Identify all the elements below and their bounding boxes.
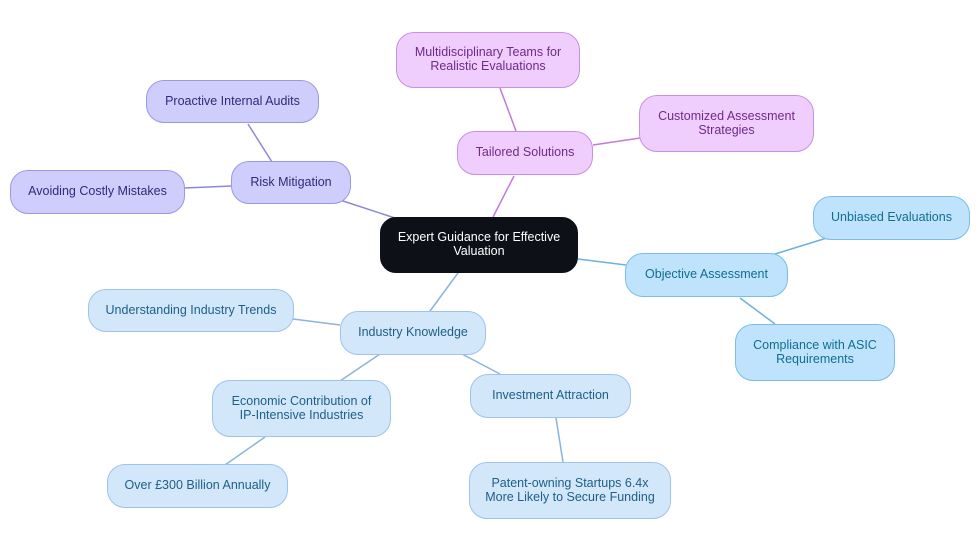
industry-trends-node[interactable]: Understanding Industry Trends xyxy=(88,289,294,332)
edge-center-industry xyxy=(429,272,459,312)
proactive-audits-node[interactable]: Proactive Internal Audits xyxy=(146,80,319,123)
customized-strategies-node[interactable]: Customized Assessment Strategies xyxy=(639,95,814,152)
edge-industry-economic xyxy=(339,353,381,382)
economic-contribution-node[interactable]: Economic Contribution of IP-Intensive In… xyxy=(212,380,391,437)
asic-compliance-node[interactable]: Compliance with ASIC Requirements xyxy=(735,324,895,381)
objective-assessment-node[interactable]: Objective Assessment xyxy=(625,253,788,297)
edge-industry-trends xyxy=(292,318,341,326)
industry-knowledge-node[interactable]: Industry Knowledge xyxy=(340,311,486,355)
edge-tailored-teams xyxy=(499,87,517,132)
risk-mitigation-node[interactable]: Risk Mitigation xyxy=(231,161,351,204)
edge-economic-over300 xyxy=(224,436,266,466)
edge-center-risk xyxy=(339,199,396,219)
over-300-billion-node[interactable]: Over £300 Billion Annually xyxy=(107,464,288,508)
investment-attraction-node[interactable]: Investment Attraction xyxy=(470,374,631,418)
avoiding-mistakes-node[interactable]: Avoiding Costly Mistakes xyxy=(10,170,185,214)
edge-tailored-custom xyxy=(592,137,641,146)
edge-center-objective xyxy=(577,258,627,266)
edge-investment-patent xyxy=(555,417,564,463)
patent-startups-node[interactable]: Patent-owning Startups 6.4x More Likely … xyxy=(469,462,671,519)
edge-industry-investment xyxy=(461,353,501,375)
edge-center-tailored xyxy=(492,175,515,218)
edge-objective-asic xyxy=(739,297,776,325)
edge-objective-unbiased xyxy=(774,236,831,255)
edge-risk-mistakes xyxy=(183,185,233,189)
center-node[interactable]: Expert Guidance for Effective Valuation xyxy=(380,217,578,273)
multidisciplinary-teams-node[interactable]: Multidisciplinary Teams for Realistic Ev… xyxy=(396,32,580,88)
unbiased-evaluations-node[interactable]: Unbiased Evaluations xyxy=(813,196,970,240)
tailored-solutions-node[interactable]: Tailored Solutions xyxy=(457,131,593,175)
edge-risk-audits xyxy=(247,123,273,163)
